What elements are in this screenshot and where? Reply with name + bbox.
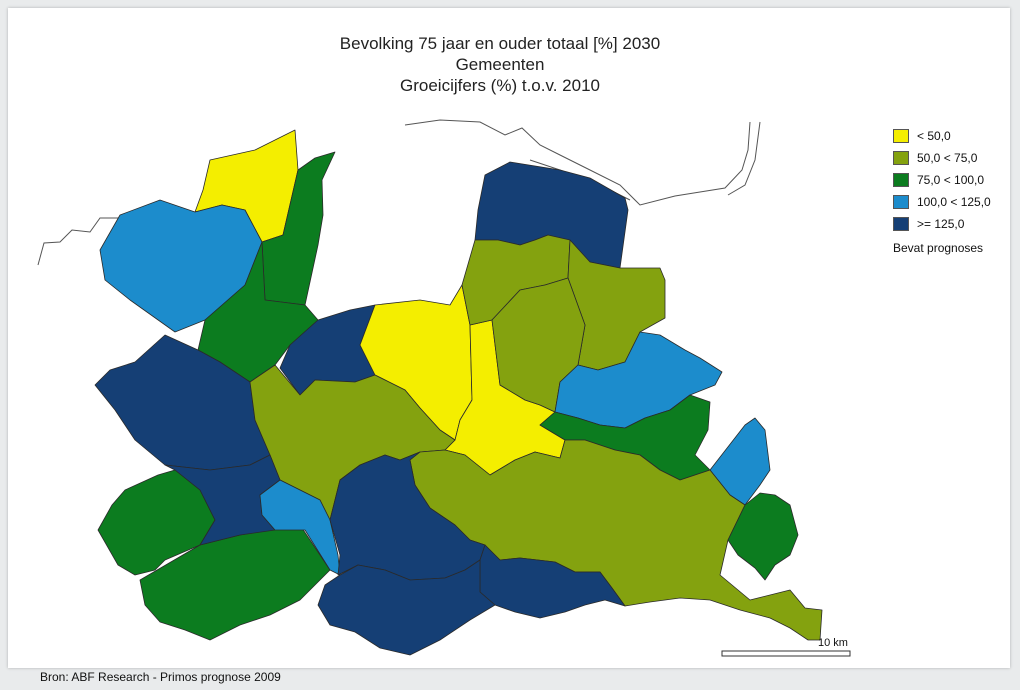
legend-item: 50,0 < 75,0 — [893, 147, 991, 169]
legend-item: < 50,0 — [893, 125, 991, 147]
legend-swatch — [893, 151, 909, 165]
scale-bar-rect — [721, 650, 851, 657]
legend-item: 100,0 < 125,0 — [893, 191, 991, 213]
region-se-green — [727, 492, 799, 581]
map-title: Bevolking 75 jaar en ouder totaal [%] 20… — [280, 33, 720, 96]
scale-bar-label: 10 km — [818, 637, 848, 649]
context-line-east — [727, 121, 761, 196]
source-credit: Bron: ABF Research - Primos prognose 200… — [40, 670, 281, 684]
legend-swatch — [893, 129, 909, 143]
region-sw-blue — [259, 479, 341, 576]
title-line-2: Gemeenten — [455, 55, 545, 74]
region-n-green-strip — [261, 151, 336, 306]
legend-label: 50,0 < 75,0 — [917, 151, 978, 165]
legend-swatch — [893, 195, 909, 209]
legend-item: 75,0 < 100,0 — [893, 169, 991, 191]
legend: < 50,0 50,0 < 75,0 75,0 < 100,0 100,0 < … — [893, 125, 991, 255]
scale-bar — [721, 650, 851, 657]
context-line-north — [404, 119, 751, 206]
legend-swatch — [893, 217, 909, 231]
title-line-3: Groeicijfers (%) t.o.v. 2010 — [400, 76, 600, 95]
legend-note: Bevat prognoses — [893, 241, 984, 255]
region-south-navy-3 — [317, 559, 496, 656]
legend-label: 75,0 < 100,0 — [917, 173, 985, 187]
region-nw-green — [197, 241, 319, 383]
legend-item: >= 125,0 — [893, 213, 991, 235]
legend-swatch — [893, 173, 909, 187]
legend-label: < 50,0 — [917, 129, 951, 143]
legend-label: >= 125,0 — [917, 217, 965, 231]
legend-label: 100,0 < 125,0 — [917, 195, 991, 209]
title-line-1: Bevolking 75 jaar en ouder totaal [%] 20… — [339, 34, 661, 53]
